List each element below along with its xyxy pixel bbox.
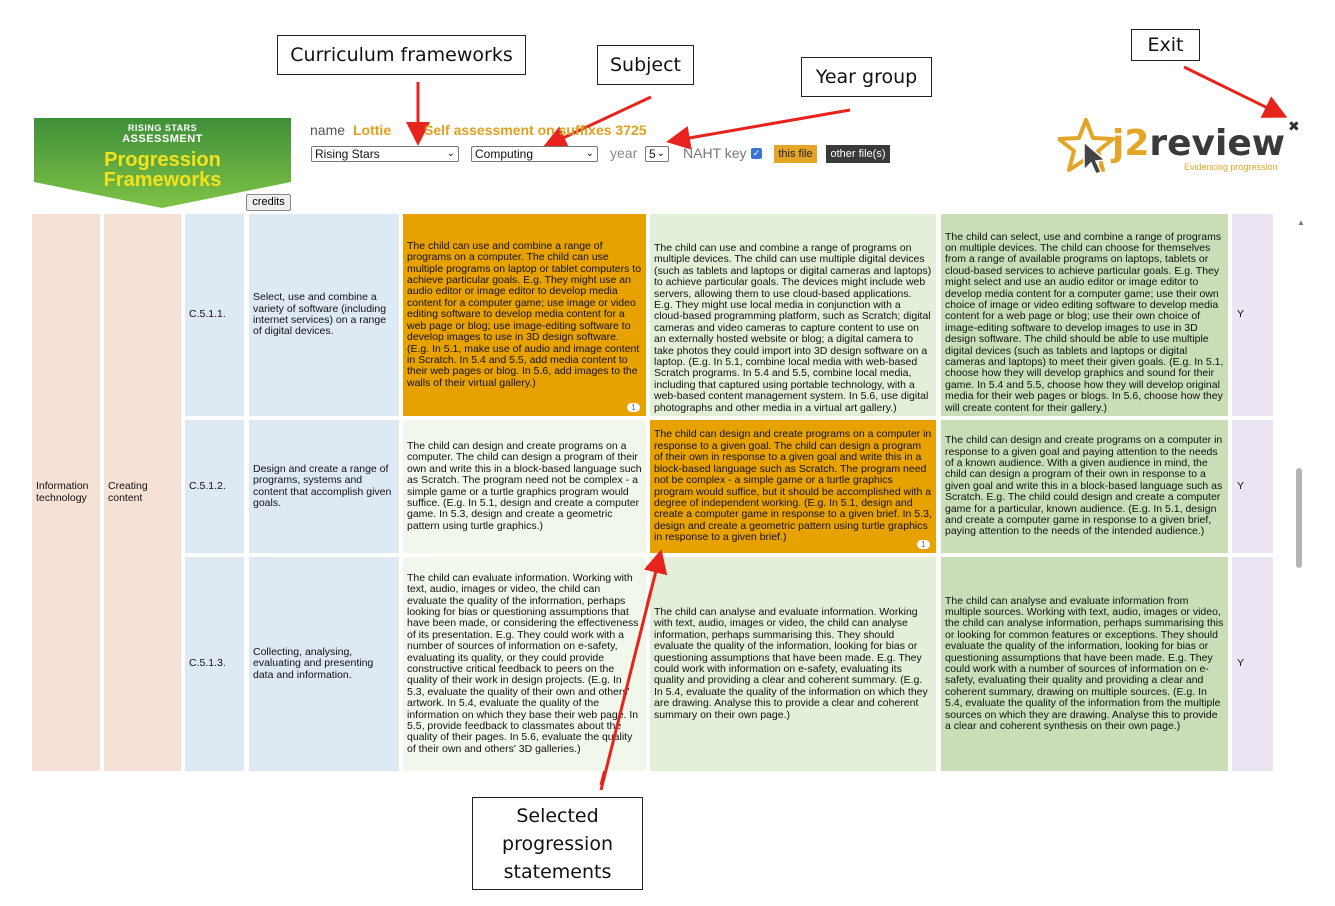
table-row-objective: Select, use and combine a variety of sof… — [249, 214, 399, 416]
row-objective: Collecting, analysing, evaluating and pr… — [253, 645, 374, 681]
chevron-down-icon: ⌄ — [446, 148, 455, 159]
table-row-code: C.5.1.1. — [185, 214, 244, 416]
row-flag: Y — [1237, 308, 1245, 321]
naht-key-checkbox[interactable]: ✓ — [751, 148, 762, 159]
naht-key-label: NAHT key — [683, 145, 747, 161]
row-flag-cell: Y — [1232, 420, 1273, 553]
substrand-cell: Creating content — [104, 214, 181, 771]
this-file-button[interactable]: this file — [774, 145, 817, 163]
statement-expected-selected[interactable]: The child can design and create programs… — [650, 420, 936, 553]
table-row-objective: Design and create a range of programs, s… — [249, 420, 399, 553]
scrollbar-thumb[interactable] — [1296, 468, 1302, 568]
logo-assessment-line: ASSESSMENT — [122, 133, 203, 145]
scroll-up-icon[interactable]: ▲ — [1297, 218, 1305, 227]
close-icon[interactable]: ✖ — [1288, 118, 1300, 134]
brand-tagline: Evidencing progression — [1184, 162, 1278, 172]
chevron-down-icon: ⌄ — [585, 148, 594, 159]
statement-greater-depth[interactable]: The child can design and create programs… — [941, 420, 1228, 553]
arrow-exit — [1183, 65, 1288, 118]
callout-line: statements — [503, 861, 612, 883]
statement-text: The child can analyse and evaluate infor… — [654, 605, 928, 721]
statement-expected[interactable]: The child can use and combine a range of… — [650, 214, 936, 416]
credits-button[interactable]: credits — [246, 194, 291, 211]
row-code: C.5.1.2. — [189, 479, 226, 492]
statement-greater-depth[interactable]: The child can analyse and evaluate infor… — [941, 557, 1228, 771]
star-cursor-icon — [1058, 118, 1115, 175]
statement-text: The child can design and create programs… — [407, 439, 642, 532]
strand-cell: Information technology — [32, 214, 100, 771]
row-flag-cell: Y — [1232, 557, 1273, 771]
framework-select[interactable]: Rising Stars ⌄ — [311, 146, 459, 162]
callout-subject: Subject — [597, 45, 694, 85]
logo-title-2: Frameworks — [103, 169, 222, 191]
statement-text: The child can design and create programs… — [945, 434, 1223, 538]
row-objective: Select, use and combine a variety of sof… — [253, 291, 387, 338]
statement-working-towards[interactable]: The child can design and create programs… — [403, 420, 646, 553]
chevron-down-icon: ⌄ — [656, 148, 665, 159]
statement-text: The child can analyse and evaluate infor… — [945, 594, 1224, 733]
statement-text: The child can evaluate information. Work… — [407, 571, 639, 755]
callout-line: progression — [502, 833, 613, 855]
logo-brand-line: RISING STARS — [127, 123, 198, 133]
substrand-label: Creating content — [108, 480, 148, 504]
table-row-code: C.5.1.3. — [185, 557, 244, 771]
callout-curriculum-frameworks: Curriculum frameworks — [277, 35, 526, 75]
other-files-button[interactable]: other file(s) — [826, 145, 890, 163]
row-flag-cell: Y — [1232, 214, 1273, 416]
table-row-objective: Collecting, analysing, evaluating and pr… — [249, 557, 399, 771]
row-code: C.5.1.1. — [189, 308, 226, 321]
student-name: Lottie — [353, 122, 392, 138]
callout-line: Selected — [516, 805, 599, 827]
logo-title-1: Progression — [104, 149, 221, 171]
brand-j2: j2 — [1112, 123, 1150, 164]
row-flag: Y — [1237, 479, 1245, 492]
framework-select-value: Rising Stars — [315, 147, 380, 161]
statement-working-towards[interactable]: The child can evaluate information. Work… — [403, 557, 646, 771]
statement-text: The child can select, use and combine a … — [945, 230, 1224, 414]
statement-text: The child can use and combine a range of… — [407, 239, 642, 389]
subject-select-value: Computing — [475, 147, 534, 161]
row-flag: Y — [1237, 657, 1245, 670]
year-select[interactable]: 5 ⌄ — [645, 146, 669, 162]
callout-selected-statements: Selected progression statements — [472, 797, 643, 890]
year-select-value: 5 — [649, 147, 656, 161]
progression-frameworks-logo: RISING STARS ASSESSMENT Progression Fram… — [34, 118, 291, 208]
subject-select[interactable]: Computing ⌄ — [471, 146, 598, 162]
statement-working-towards-selected[interactable]: The child can use and combine a range of… — [403, 214, 646, 416]
callout-exit: Exit — [1131, 29, 1200, 61]
table-row-code: C.5.1.2. — [185, 420, 244, 553]
evidence-count-badge: 1 — [627, 403, 640, 412]
brand-review: review — [1149, 123, 1286, 164]
statement-text: The child can design and create programs… — [654, 428, 932, 544]
strand-label: Information technology — [36, 480, 89, 504]
row-objective: Design and create a range of programs, s… — [253, 462, 392, 509]
year-label: year — [610, 145, 638, 161]
arrow-year — [666, 108, 851, 150]
assessment-title: Self assessment on suffixes 3725 — [424, 122, 647, 138]
evidence-count-badge: 1 — [917, 540, 930, 549]
statement-greater-depth[interactable]: The child can select, use and combine a … — [941, 214, 1228, 416]
row-code: C.5.1.3. — [189, 657, 226, 670]
callout-year-group: Year group — [801, 57, 932, 97]
j2review-logo: j2review Evidencing progression — [1058, 118, 1285, 182]
statement-text: The child can use and combine a range of… — [654, 241, 932, 414]
statement-expected[interactable]: The child can analyse and evaluate infor… — [650, 557, 936, 771]
name-label: name — [310, 122, 346, 138]
arrow-subject — [542, 95, 652, 149]
